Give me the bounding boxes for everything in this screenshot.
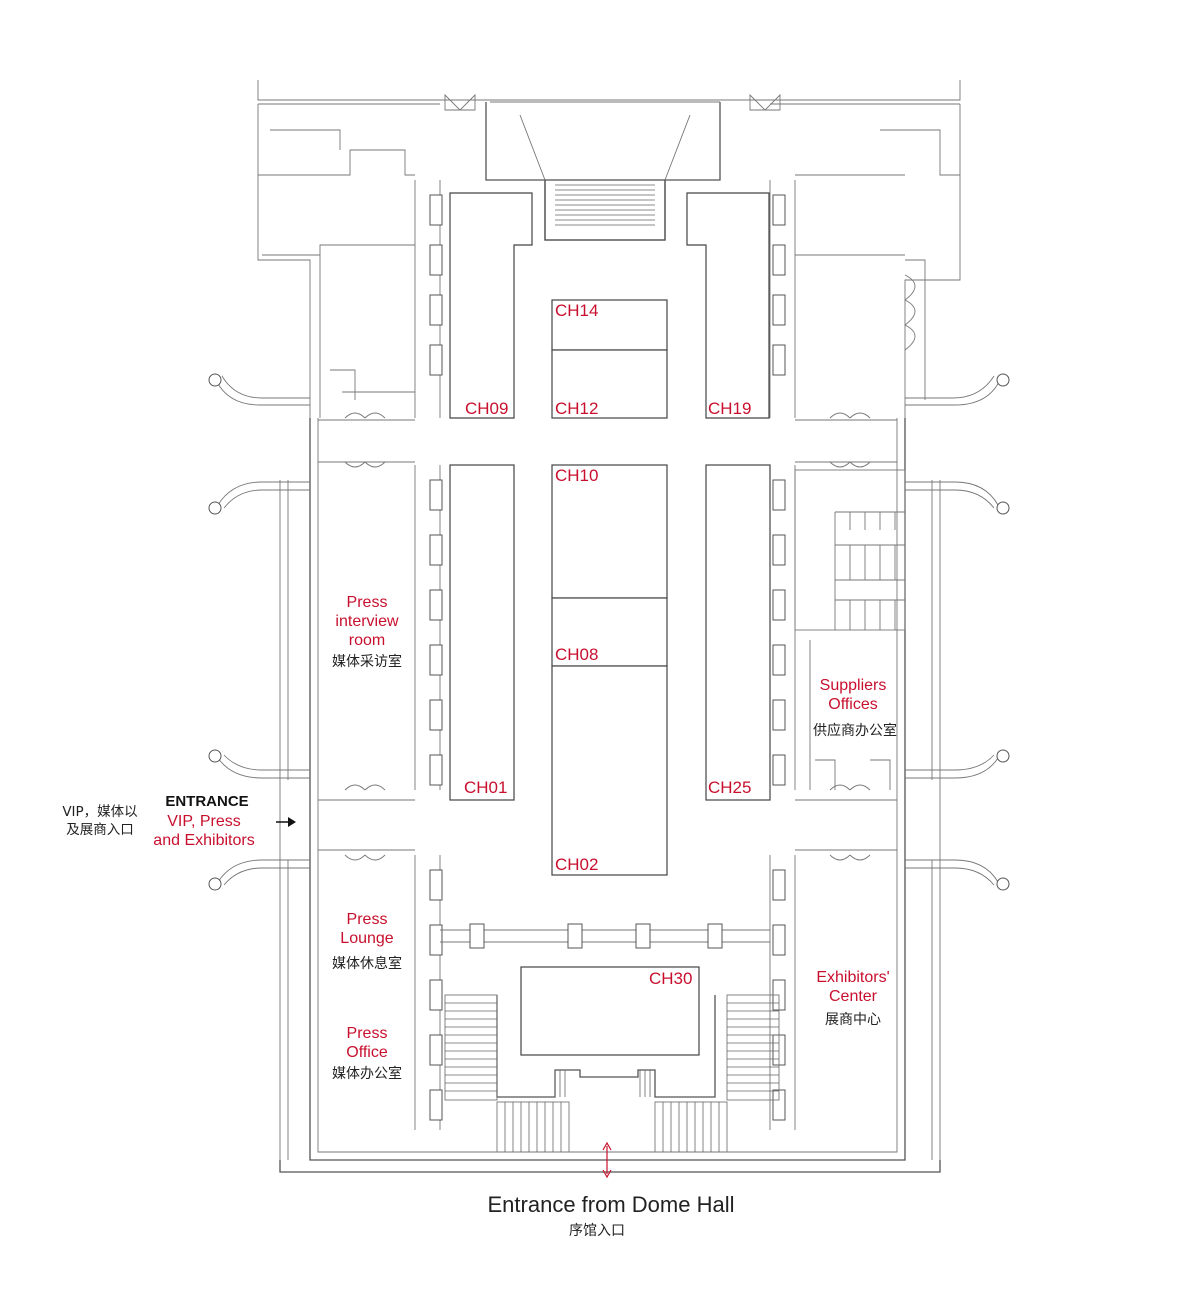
press-interview-line1: Press (347, 594, 388, 611)
booth-ch08[interactable] (551, 597, 668, 667)
exhibitors-center-line2: Center (829, 988, 878, 1005)
label-ch30: CH30 (649, 969, 692, 988)
bottom-entrance-labels: Entrance from Dome Hall 序馆入口 (488, 1192, 735, 1239)
top-staircase (519, 114, 691, 241)
double-arrow-vertical-icon (602, 1141, 612, 1179)
side-entrance-zh-line1: VIP，媒体以 (62, 804, 138, 820)
exhibitors-center-zh: 展商中心 (825, 1012, 881, 1028)
press-lounge-zh: 媒体休息室 (332, 955, 402, 972)
label-ch01: CH01 (464, 778, 507, 797)
bottom-entrance-zh: 序馆入口 (569, 1223, 625, 1239)
side-entrance-red-line1: VIP, Press (167, 813, 241, 830)
press-lounge-line1: Press (347, 911, 388, 928)
label-ch19: CH19 (708, 399, 751, 418)
arrow-right-icon (276, 817, 296, 827)
press-office-line2: Office (346, 1044, 388, 1061)
entrance-canopies (208, 373, 1010, 891)
booth-ch25[interactable] (705, 464, 771, 801)
booth-ch02[interactable] (551, 665, 668, 876)
press-lounge-line2: Lounge (340, 930, 393, 947)
structural-columns (414, 180, 796, 1130)
booth-ch30[interactable] (520, 966, 700, 1056)
label-ch09: CH09 (465, 399, 508, 418)
label-ch10: CH10 (555, 466, 598, 485)
label-ch25: CH25 (708, 778, 751, 797)
side-entrance-callout: VIP，媒体以 及展商入口 ENTRANCE VIP, Press and Ex… (62, 793, 296, 849)
exhibitors-center-line1: Exhibitors' (816, 969, 889, 986)
booth-ch10[interactable] (551, 464, 668, 599)
bottom-hall-structure (440, 923, 780, 1153)
label-ch08: CH08 (555, 645, 598, 664)
press-office-line1: Press (347, 1025, 388, 1042)
restroom-block (794, 469, 906, 790)
room-labels: Press interview room 媒体采访室 Suppliers Off… (332, 594, 897, 1082)
bottom-entrance-en: Entrance from Dome Hall (488, 1192, 735, 1217)
press-interview-line3: room (349, 632, 385, 649)
label-ch14: CH14 (555, 301, 598, 320)
press-interview-line2: interview (335, 613, 399, 630)
exhibition-booths (449, 192, 771, 1056)
suppliers-offices-line2: Offices (828, 696, 878, 713)
booth-ch19[interactable] (686, 192, 770, 419)
booth-ch09[interactable] (449, 192, 533, 419)
suppliers-offices-zh: 供应商办公室 (813, 722, 897, 739)
press-office-zh: 媒体办公室 (332, 1065, 402, 1082)
side-entrance-zh-line2: 及展商入口 (66, 822, 134, 838)
press-interview-zh: 媒体采访室 (332, 653, 402, 670)
suppliers-offices-line1: Suppliers (820, 677, 887, 694)
label-ch12: CH12 (555, 399, 598, 418)
booth-ch01[interactable] (449, 464, 515, 801)
side-entrance-title: ENTRANCE (165, 793, 248, 810)
booth-ch12[interactable] (551, 349, 668, 419)
label-ch02: CH02 (555, 855, 598, 874)
doors (344, 93, 916, 861)
side-entrance-red-line2: and Exhibitors (153, 832, 254, 849)
hall-labels: CH14 CH12 CH09 CH19 CH10 CH08 CH01 CH25 … (464, 301, 751, 988)
